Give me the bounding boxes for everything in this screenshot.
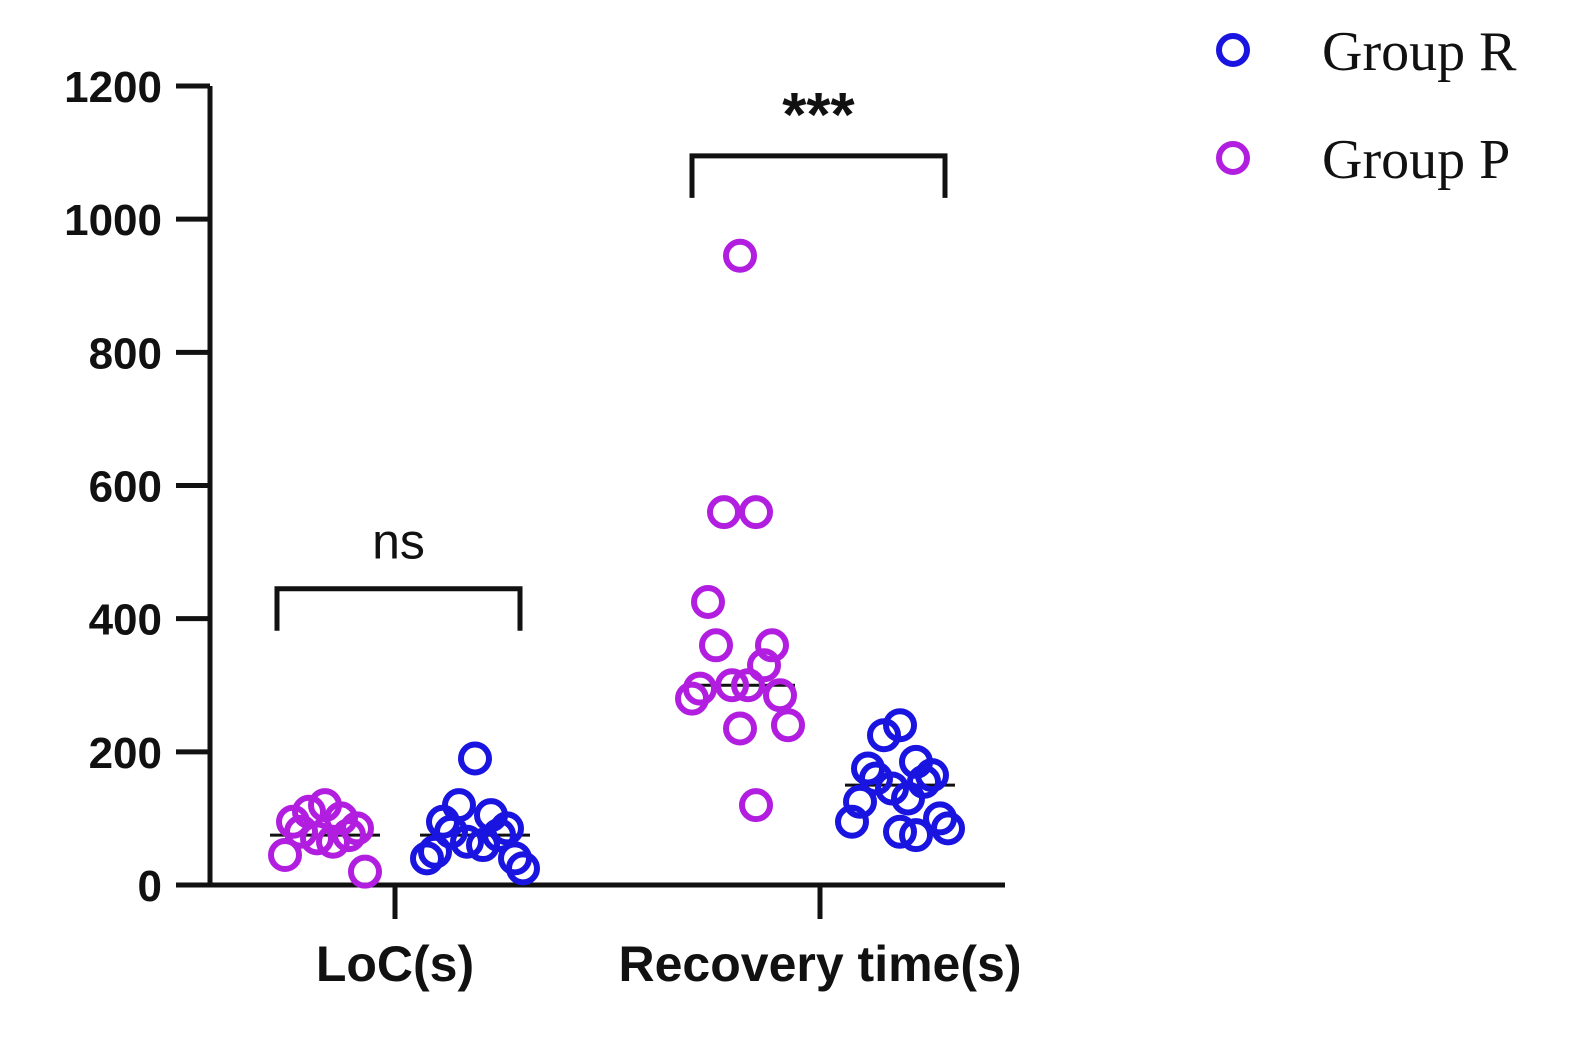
- data-point: [739, 788, 773, 823]
- x-tick-label: LoC(s): [316, 936, 474, 992]
- data-point: [506, 851, 540, 886]
- legend-label: Group P: [1322, 129, 1510, 191]
- data-point: [867, 718, 901, 753]
- data-point: [699, 628, 733, 663]
- data-point: [691, 585, 725, 620]
- data-point: [418, 834, 452, 869]
- data-point: [931, 811, 965, 846]
- data-point: [466, 828, 500, 863]
- data-point: [707, 495, 741, 530]
- data-point: [747, 648, 781, 683]
- data-point: [284, 814, 318, 849]
- legend: Group R Group P: [1216, 21, 1517, 191]
- significance-label: ***: [782, 81, 855, 150]
- data-point: [755, 628, 789, 663]
- significance-bracket: [689, 153, 948, 198]
- data-point: [316, 824, 350, 859]
- x-tick-label: Recovery time(s): [619, 936, 1022, 992]
- data-point: [490, 811, 524, 846]
- data-point: [899, 818, 933, 853]
- significance-label: ns: [372, 514, 425, 570]
- y-tick-label: 800: [89, 329, 162, 378]
- data-point: [771, 708, 805, 743]
- data-point: [883, 814, 917, 849]
- y-tick-label: 1000: [64, 196, 162, 245]
- data-point: [675, 681, 709, 716]
- data-point: [835, 804, 869, 839]
- data-points: [268, 238, 965, 889]
- data-point: [915, 758, 949, 793]
- data-point: [458, 741, 492, 776]
- data-point: [300, 821, 334, 856]
- data-point: [332, 818, 366, 853]
- data-point: [348, 854, 382, 889]
- significance-brackets: ns ***: [274, 81, 948, 631]
- data-point: [723, 238, 757, 273]
- legend-label: Group R: [1322, 21, 1517, 83]
- data-point: [891, 781, 925, 816]
- data-point: [410, 841, 444, 876]
- y-tick-label: 1200: [64, 63, 162, 112]
- data-point: [739, 495, 773, 530]
- y-tick-label: 600: [89, 463, 162, 512]
- data-point: [268, 838, 302, 873]
- data-point: [723, 711, 757, 746]
- data-point: [843, 784, 877, 819]
- y-tick-label: 0: [138, 862, 162, 911]
- legend-marker: [1216, 141, 1250, 175]
- data-point: [763, 678, 797, 713]
- data-point: [450, 824, 484, 859]
- y-tick-label: 400: [89, 596, 162, 645]
- significance-bracket: [274, 586, 523, 631]
- y-tick-label: 200: [89, 729, 162, 778]
- data-point: [731, 668, 765, 703]
- data-point: [715, 668, 749, 703]
- legend-marker: [1216, 33, 1250, 67]
